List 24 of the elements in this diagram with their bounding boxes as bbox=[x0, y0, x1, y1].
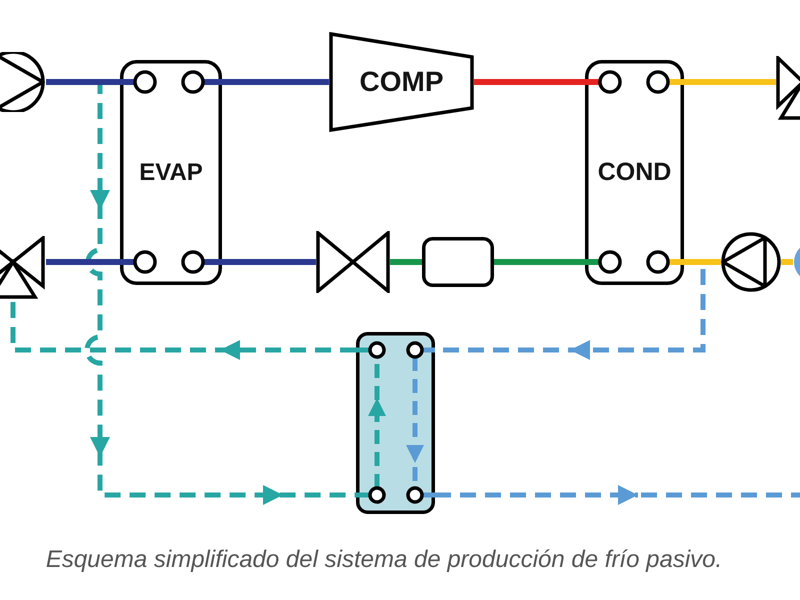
pipe-line bbox=[684, 79, 776, 85]
pipe-line bbox=[781, 259, 793, 265]
pipe-line bbox=[222, 79, 329, 85]
pipe-line bbox=[474, 79, 585, 85]
pipe-line bbox=[222, 259, 316, 265]
pipe-line bbox=[390, 259, 422, 265]
pipe-line bbox=[494, 259, 585, 265]
compressor-symbol bbox=[329, 32, 474, 132]
component-label: EVAP bbox=[139, 160, 203, 184]
pump-symbol bbox=[721, 232, 781, 292]
component-label: COMP bbox=[360, 68, 444, 96]
heat-exchanger bbox=[120, 60, 222, 285]
pipe-line bbox=[46, 259, 120, 265]
heat-exchanger bbox=[585, 60, 684, 285]
rounded-rect-symbol bbox=[422, 237, 494, 287]
caption: Esquema simplificado del sistema de producción de frío pasivo. bbox=[44, 546, 724, 575]
valve-symbol bbox=[316, 231, 390, 293]
three-way-valve-symbol bbox=[776, 56, 800, 120]
component-label: COND bbox=[598, 160, 672, 185]
three-way-valve-symbol bbox=[0, 236, 46, 299]
heat-exchanger bbox=[356, 332, 435, 514]
pipe-line bbox=[684, 259, 721, 265]
pipe-line bbox=[46, 79, 120, 85]
pump-symbol bbox=[0, 52, 46, 112]
